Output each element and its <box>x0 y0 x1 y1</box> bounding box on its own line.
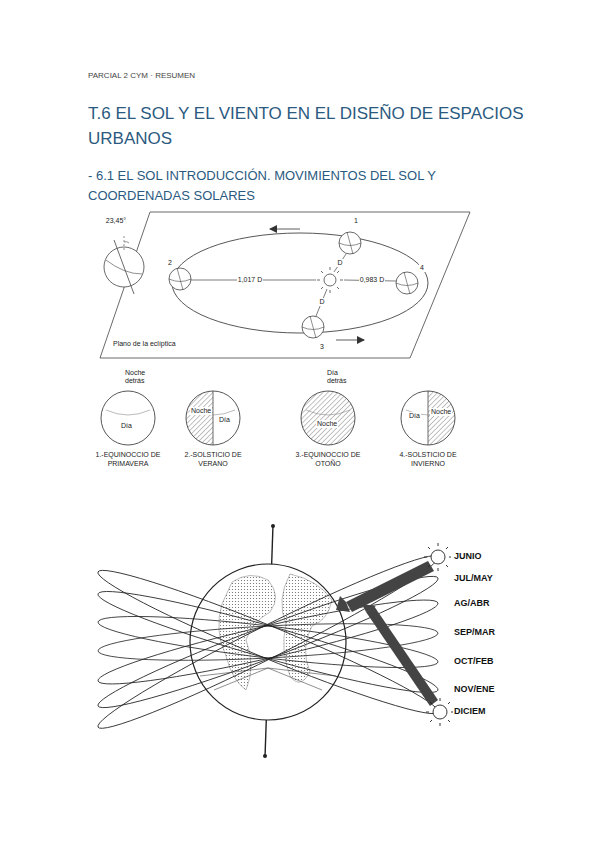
section-heading: - 6.1 EL SOL INTRODUCCIÓN. MOVIMIENTOS D… <box>88 166 528 205</box>
plane-label: Plano de la eclíptica <box>112 340 177 348</box>
circle-outline <box>300 390 356 446</box>
phase-label: Noche <box>190 407 212 415</box>
phase-label: Noche <box>316 420 338 428</box>
phase-caption: 1.-EQUINOCCIO DE PRIMAVERA <box>95 451 161 469</box>
circle-outline <box>185 390 241 446</box>
distance-label: D <box>318 298 325 306</box>
month-label: OCT/FEB <box>454 656 494 667</box>
month-label: NOV/ENE <box>454 684 495 695</box>
phase-circle: DíaNoche4.-SOLSTICIO DE INVIERNO <box>400 390 456 446</box>
distance-label: 1,017 D <box>237 276 264 284</box>
month-label: JUNIO <box>454 551 482 562</box>
month-label: DICIEM <box>454 706 486 717</box>
phase-label: Día detrás <box>326 369 358 385</box>
phase-circle: Noche detrásDía1.-EQUINOCCIO DE PRIMAVER… <box>100 390 156 446</box>
page-title: T.6 EL SOL Y EL VIENTO EN EL DISEÑO DE E… <box>88 102 528 151</box>
phase-label: Día <box>218 416 231 424</box>
phase-caption: 2.-SOLSTICIO DE VERANO <box>180 451 246 469</box>
phase-label: Noche detrás <box>124 369 156 385</box>
angle-label: 23,45° <box>105 217 127 225</box>
page-header: PARCIAL 2 CYM · RESUMEN <box>88 71 195 81</box>
phase-label: Día <box>408 412 421 420</box>
phase-caption: 3.-EQUINOCCIO DE OTOÑO <box>295 451 361 469</box>
phase-circle: NocheDía2.-SOLSTICIO DE VERANO <box>185 390 241 446</box>
callout-number: 1 <box>353 217 359 225</box>
callout-number: 3 <box>319 343 325 351</box>
month-label: SEP/MAR <box>454 627 495 638</box>
callout-number: 4 <box>419 264 425 272</box>
phase-label: Día <box>120 422 133 430</box>
callout-number: 2 <box>167 259 173 267</box>
month-label: JUL/MAY <box>454 573 493 584</box>
distance-label: D <box>336 259 343 267</box>
phase-circle: Día detrásNoche3.-EQUINOCCIO DE OTOÑO <box>300 390 356 446</box>
phase-caption: 4.-SOLSTICIO DE INVIERNO <box>395 451 461 469</box>
distance-label: 0,983 D <box>359 276 386 284</box>
phase-label: Noche <box>430 408 452 416</box>
month-label: AG/ABR <box>454 598 490 609</box>
circle-outline <box>100 390 156 446</box>
